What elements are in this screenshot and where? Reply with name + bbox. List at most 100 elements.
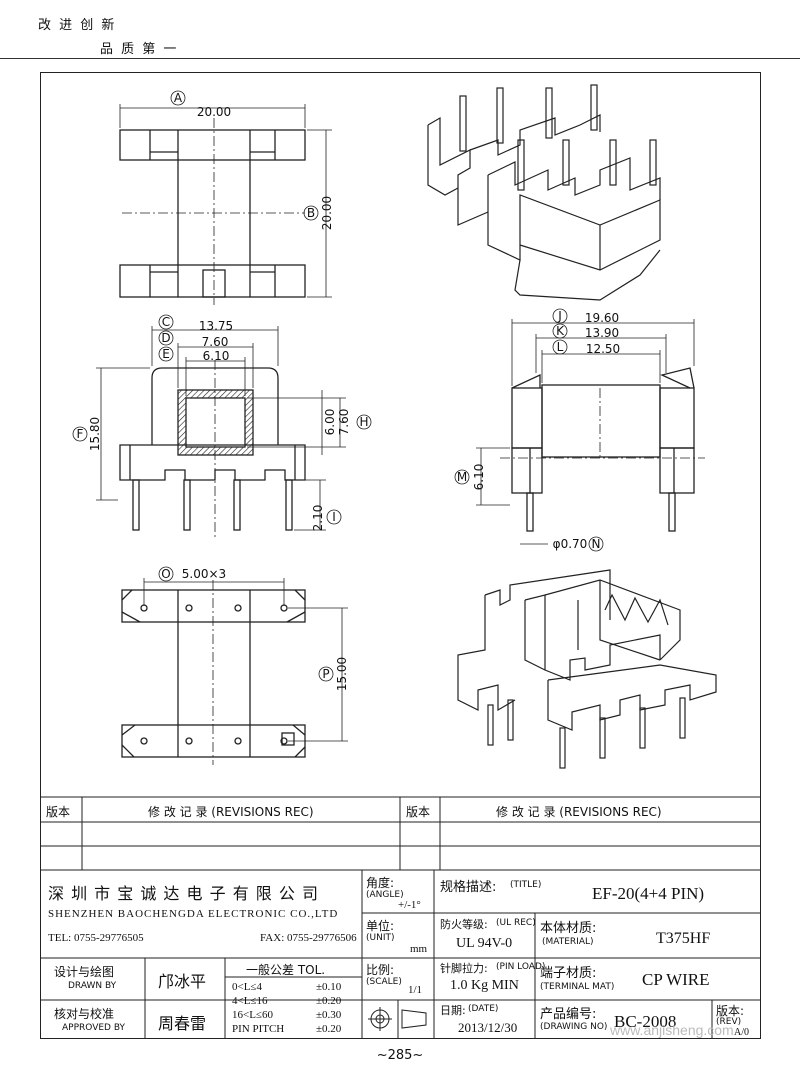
dim-N-value: φ0.70 [553,537,588,551]
drawn-by-label-en: DRAWN BY [68,981,117,991]
company-tel: TEL: 0755-29776505 [48,932,144,944]
dim-E-value: 6.10 [203,349,230,363]
ul-value: UL 94V-0 [456,936,513,951]
header-rule [0,58,800,59]
company-name-en: SHENZHEN BAOCHENGDA ELECTRONIC CO.,LTD [48,908,339,920]
technical-drawing: A 20.00 B 20.00 C 13.75 D 7.60 E 6.10 F … [72,84,717,769]
label-M: M [457,470,467,484]
dim-H-value: 7.60 [337,409,351,436]
tol-row-3-range: 16<L≤60 [232,1009,273,1021]
label-I: I [332,510,336,524]
drawn-by-label: 设计与绘图 [54,965,115,979]
unit-label-en: (UNIT) [366,933,395,943]
company-name-cn: 深 圳 市 宝 诚 达 电 子 有 限 公 司 [48,884,319,903]
dim-P-value: 15.00 [335,657,349,691]
dim-D-value: 7.60 [202,335,229,349]
date-value: 2013/12/30 [458,1020,518,1035]
rev-col-version-2: 版本 [406,805,431,819]
iso-view-top [427,84,661,301]
dim-A-value: 20.00 [197,105,231,119]
tol-row-3-value: ±0.30 [316,1009,342,1021]
page-number: ~285~ [376,1048,424,1063]
company-fax: FAX: 0755-29776506 [260,932,357,944]
approved-by-label: 核对与校准 [54,1007,115,1021]
dim-O-value: 5.00×3 [182,567,226,581]
label-A: A [174,91,183,105]
scale-label: 比例: [366,963,395,977]
dim-J-value: 19.60 [585,311,619,325]
watermark: www.anjisheng.com [610,1022,734,1038]
dim-M-value: 6.10 [472,464,486,491]
ul-label: 防火等级: [440,918,488,931]
label-P: P [322,667,329,681]
label-B: B [307,206,315,220]
terminal-label: 端子材质: [540,966,597,981]
date-label-en: (DATE) [468,1004,499,1014]
pin-load-label-en: (PIN LOAD) [496,962,546,972]
approved-by-name: 周春雷 [158,1014,207,1033]
ul-label-en: (UL REC) [496,918,536,928]
label-C: C [162,315,170,329]
bottom-view [121,578,348,765]
angle-value: +/-1° [398,899,421,911]
drawn-by-name: 邝冰平 [158,972,207,991]
rev-col-record: 修 改 记 录 (REVISIONS REC) [148,805,314,819]
label-J: J [557,309,562,323]
approved-by-label-en: APPROVED BY [62,1023,126,1033]
title-label: 规格描述: [440,880,497,895]
tol-row-2-value: ±0.20 [316,995,342,1007]
material-label-en: (MATERIAL) [542,937,594,947]
unit-label: 单位: [366,919,395,933]
rev-label-en: (REV) [716,1017,742,1027]
unit-value: mm [410,943,428,955]
scale-value: 1/1 [408,984,423,996]
drawing-no-label-en: (DRAWING NO) [540,1022,608,1032]
drawing-no-value: BC-2008 [614,1012,677,1031]
material-label: 本体材质: [540,921,597,936]
date-label: 日期: [440,1004,466,1017]
tol-row-1-value: ±0.10 [316,981,342,993]
title-label-en: (TITLE) [510,880,542,890]
slogan-line2: 品 质 第 一 [100,42,179,57]
dim-B-value: 20.00 [320,196,334,230]
tol-row-2-range: 4<L≤16 [232,995,268,1007]
pin-load-value: 1.0 Kg MIN [450,978,519,993]
label-L: L [557,340,564,354]
pin-load-label: 针脚拉力: [440,962,488,975]
drawing-no-label: 产品编号: [540,1007,597,1022]
dim-G-value: 6.00 [323,409,337,436]
angle-label: 角度: [366,876,395,890]
label-H: H [359,415,368,429]
label-D: D [161,331,170,345]
dim-K-value: 13.90 [585,326,619,340]
angle-label-en: (ANGLE) [366,890,404,900]
label-F: F [77,427,84,441]
rev-col-version: 版本 [46,805,71,819]
drawing-frame [40,72,761,1039]
tolerance-title: 一般公差 TOL. [246,963,326,977]
tol-row-1-range: 0<L≤4 [232,981,262,993]
title-value: EF-20(4+4 PIN) [592,884,705,903]
dim-L-value: 12.50 [586,342,620,356]
dim-F-value: 15.80 [88,417,102,451]
front-view [96,326,346,538]
tol-row-4-value: ±0.20 [316,1023,342,1035]
scale-label-en: (SCALE) [366,977,402,987]
label-K: K [556,324,565,338]
rev-label: 版本: [716,1004,745,1018]
dim-I-value: 2.10 [311,505,325,532]
label-N: N [592,537,601,551]
tol-row-4-range: PIN PITCH [232,1023,285,1035]
top-view [119,104,332,305]
slogan-line1: 改 进 创 新 [38,18,117,33]
rev-value: A/0 [734,1027,749,1038]
terminal-value: CP WIRE [642,970,710,989]
label-E: E [162,347,170,361]
rev-col-record-2: 修 改 记 录 (REVISIONS REC) [496,805,662,819]
iso-view-bottom [457,569,717,769]
dimension-labels: A 20.00 B 20.00 C 13.75 D 7.60 E 6.10 F … [72,90,620,691]
label-O: O [161,567,170,581]
dim-C-value: 13.75 [199,319,233,333]
material-value: T375HF [656,930,711,947]
